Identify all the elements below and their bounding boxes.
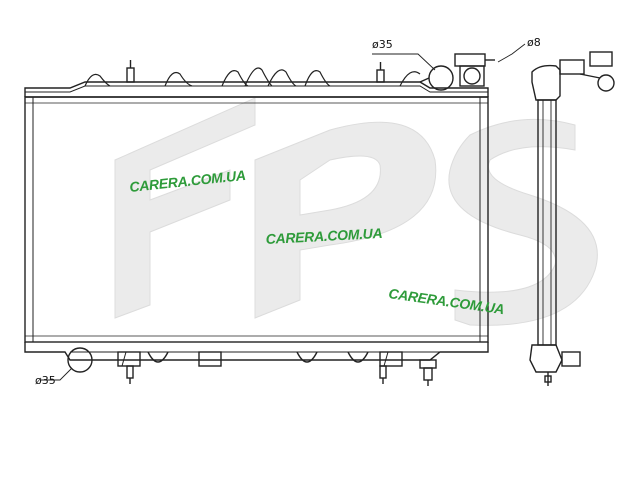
leader-lines: [40, 43, 526, 381]
top-tank: [24, 60, 489, 98]
inlet-diameter-label: ø35: [372, 38, 393, 51]
cap-diameter-label: ø8: [527, 36, 541, 49]
radiator-core: [24, 96, 489, 343]
upper-inlet-pipe: [419, 65, 454, 91]
outlet-diameter-label: ø35: [35, 374, 56, 387]
radiator-side-view: [529, 51, 615, 386]
watermark-text: CARERA.COM.UA: [265, 225, 383, 247]
bottom-tank: [24, 342, 489, 386]
fps-logo: [114, 97, 598, 326]
radiator-front-view: [24, 53, 495, 386]
filler-cap: [454, 53, 495, 87]
